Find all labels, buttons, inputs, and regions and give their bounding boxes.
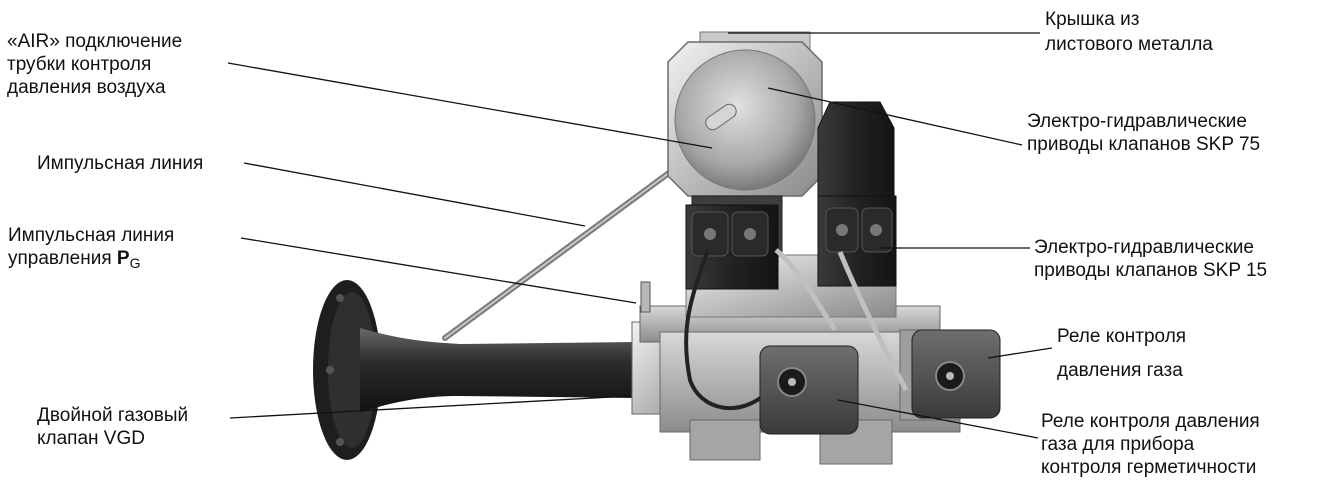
label-pg-subscript: G: [129, 255, 141, 271]
label-gas-relay-line1: Реле контроля: [1057, 326, 1187, 347]
label-double-valve: Двойной газовый клапан VGD: [37, 404, 188, 450]
label-cover-line1: Крышка из: [1045, 9, 1140, 30]
label-gas-relay-line2: давления газа: [1057, 360, 1183, 381]
leader-gas-relay: [987, 347, 1053, 359]
label-skp15-line2: приводы клапанов SKP 15: [1034, 260, 1268, 281]
label-air-line3: давления воздуха: [7, 77, 166, 98]
label-air-connection: «AIR» подключение трубки контроля давлен…: [7, 30, 182, 99]
label-gas-relay: Реле контроля давления газа: [1057, 320, 1186, 388]
leader-double-valve: [229, 395, 631, 419]
label-double-valve-line1: Двойной газовый: [37, 405, 189, 426]
cable: [837, 251, 909, 392]
label-double-valve-line2: клапан VGD: [37, 428, 145, 449]
label-gas-relay-tightness: Реле контроля давления газа для прибора …: [1041, 410, 1260, 479]
label-impulse-line-text: Импульсная линия: [37, 153, 204, 174]
label-impulse-line: Импульсная линия: [37, 152, 203, 175]
label-skp15: Электро-гидравлические приводы клапанов …: [1034, 236, 1267, 282]
label-gas-relay-tightness-line1: Реле контроля давления: [1041, 411, 1260, 432]
label-impulse-control-prefix: управления: [8, 248, 117, 269]
leader-impulse-line: [243, 162, 586, 227]
label-skp75-line2: приводы клапанов SKP 75: [1027, 134, 1261, 155]
label-cover-line2: листового металла: [1045, 34, 1213, 55]
inlet-pipe: [360, 328, 640, 412]
cable: [684, 249, 772, 410]
label-impulse-control: Импульсная линия управления PG: [8, 224, 174, 275]
skp15-actuator: [817, 101, 897, 287]
label-gas-relay-tightness-line3: контроля герметичности: [1041, 457, 1257, 478]
label-impulse-control-line2: управления PG: [8, 247, 174, 275]
label-impulse-control-line1: Импульсная линия: [8, 225, 175, 246]
leader-air: [227, 62, 713, 149]
leader-lines: [227, 32, 1053, 439]
gas-pressure-relay-tightness: [759, 345, 859, 435]
label-skp75: Электро-гидравлические приводы клапанов …: [1027, 110, 1260, 156]
label-air-line2: трубки контроля: [7, 54, 152, 75]
label-skp15-line1: Электро-гидравлические: [1034, 237, 1254, 258]
leader-skp75: [767, 87, 1023, 146]
label-cover: Крышка из листового металла: [1045, 8, 1213, 56]
label-air-line1: «AIR» подключение: [7, 31, 183, 52]
label-gas-relay-tightness-line2: газа для прибора: [1041, 434, 1195, 455]
label-pg-symbol: P: [116, 248, 130, 269]
label-skp75-line1: Электро-гидравлические: [1027, 111, 1247, 132]
impulse-fitting: [640, 281, 651, 313]
gas-pressure-relay: [911, 329, 1001, 419]
leader-gas-relay-tightness: [837, 399, 1039, 439]
cable: [774, 248, 838, 332]
leader-impulse-control: [240, 237, 637, 304]
